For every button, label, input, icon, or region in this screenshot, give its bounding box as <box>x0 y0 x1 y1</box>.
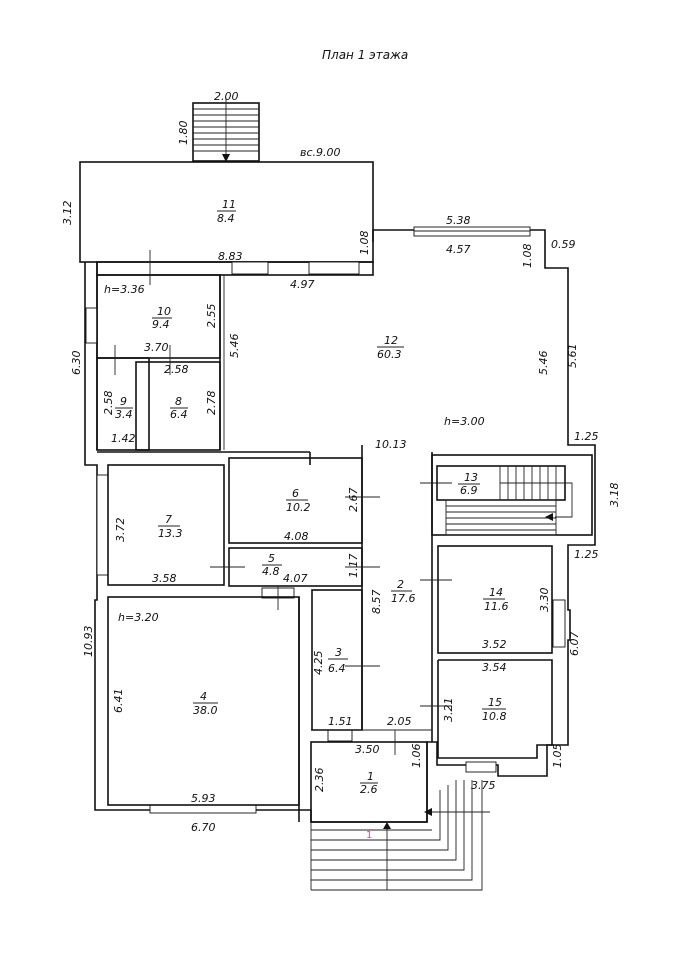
room-12-number: 12 <box>384 334 398 347</box>
room-8-area: 6.4 <box>170 408 188 421</box>
marker-1: 1 <box>366 830 372 841</box>
entry-steps <box>310 780 490 891</box>
dim-2-58-a: 2.58 <box>102 391 115 416</box>
room-14-area: 11.6 <box>484 600 509 613</box>
room-9-area: 3.4 <box>115 408 133 421</box>
dim-3-70: 3.70 <box>144 341 169 354</box>
room-10-area: 9.4 <box>152 318 170 331</box>
dim-8-83: 8.83 <box>218 250 243 263</box>
dim-3-12: 3.12 <box>61 201 74 226</box>
dim-6-30: 6.30 <box>70 351 83 376</box>
dim-3-75: 3.75 <box>471 779 496 792</box>
interior-walls <box>96 274 553 823</box>
windows <box>85 226 566 814</box>
room-11-area: 8.4 <box>217 212 235 225</box>
stair-13 <box>431 454 593 536</box>
room-2-number: 2 <box>397 578 404 591</box>
dim-3-30: 3.30 <box>538 588 551 613</box>
dim-4-97: 4.97 <box>290 278 315 291</box>
dim-8-57: 8.57 <box>370 590 383 615</box>
dim-1-42: 1.42 <box>111 432 136 445</box>
dim-5-93: 5.93 <box>191 792 216 805</box>
dim-2-05: 2.05 <box>387 715 412 728</box>
room-7-number: 7 <box>165 513 172 526</box>
dim-4-57: 4.57 <box>446 243 471 256</box>
room-2-area: 17.6 <box>391 592 416 605</box>
dim-2-36: 2.36 <box>313 768 326 793</box>
dim-5-38: 5.38 <box>446 214 471 227</box>
dim-3-58: 3.58 <box>152 572 177 585</box>
room-11-number: 11 <box>222 198 236 211</box>
room-13-area: 6.9 <box>460 484 478 497</box>
dim-1-08-a: 1.08 <box>358 231 371 256</box>
dim-4-07: 4.07 <box>283 572 308 585</box>
room-1-number: 1 <box>367 770 374 783</box>
dim-3-50: 3.50 <box>355 743 380 756</box>
room-8-number: 8 <box>175 395 182 408</box>
dim-1-08-b: 1.08 <box>521 244 534 269</box>
room-13-number: 13 <box>464 471 478 484</box>
room-3-area: 6.4 <box>328 662 346 675</box>
top-stair <box>192 98 260 162</box>
room-14-number: 14 <box>489 586 503 599</box>
dim-1-17: 1.17 <box>347 554 360 579</box>
dim-10-93: 10.93 <box>82 626 95 658</box>
dim-3-54: 3.54 <box>482 661 507 674</box>
room-7-area: 13.3 <box>158 527 183 540</box>
room-12-area: 60.3 <box>377 348 402 361</box>
dim-1-25-a: 1.25 <box>574 430 599 443</box>
room-6-number: 6 <box>292 487 299 500</box>
room-4-number: 4 <box>200 690 207 703</box>
dim-10-13: 10.13 <box>375 438 407 451</box>
height-label-room-10: h=3.36 <box>104 283 145 296</box>
dim-6-70: 6.70 <box>191 821 216 834</box>
dim-1-25-b: 1.25 <box>574 548 599 561</box>
dim-3-72: 3.72 <box>114 518 127 543</box>
dim-4-08: 4.08 <box>284 530 309 543</box>
height-label-room-4: h=3.20 <box>118 611 159 624</box>
dim-2-78: 2.78 <box>205 391 218 416</box>
room-10-number: 10 <box>157 305 171 318</box>
dim-3-52: 3.52 <box>482 638 507 651</box>
dim-1-05: 1.05 <box>551 744 564 769</box>
door-marks <box>114 250 452 755</box>
dim-2-58-b: 2.58 <box>164 363 189 376</box>
dim-3-21: 3.21 <box>442 698 455 723</box>
dim-0-59: 0.59 <box>551 238 576 251</box>
room-5-area: 4.8 <box>262 565 280 578</box>
room-3-number: 3 <box>335 646 342 659</box>
stair-depth-label: 1.80 <box>177 121 190 146</box>
height-label-room-12: h=3.00 <box>444 415 485 428</box>
dim-1-51: 1.51 <box>328 715 353 728</box>
plan-title: План 1 этажа <box>322 48 408 62</box>
dim-5-46-b: 5.46 <box>537 351 550 376</box>
stair-width-label: 2.00 <box>214 90 239 103</box>
dim-6-07: 6.07 <box>568 632 581 657</box>
roof-mark-label: вс.9.00 <box>300 146 341 159</box>
dim-1-06: 1.06 <box>410 744 423 769</box>
dim-2-55: 2.55 <box>205 304 218 329</box>
dim-6-41: 6.41 <box>112 689 125 714</box>
dim-5-46-a: 5.46 <box>228 334 241 359</box>
dim-2-67: 2.67 <box>347 488 360 513</box>
room-15-area: 10.8 <box>482 710 507 723</box>
room-4-area: 38.0 <box>193 704 218 717</box>
room-1-area: 2.6 <box>360 783 378 796</box>
room-15-number: 15 <box>488 696 502 709</box>
dim-4-25: 4.25 <box>312 651 325 676</box>
dim-5-61: 5.61 <box>566 344 579 369</box>
dim-3-18: 3.18 <box>608 483 621 508</box>
room-6-area: 10.2 <box>286 501 311 514</box>
room-5-number: 5 <box>268 552 275 565</box>
room-9-number: 9 <box>120 395 127 408</box>
